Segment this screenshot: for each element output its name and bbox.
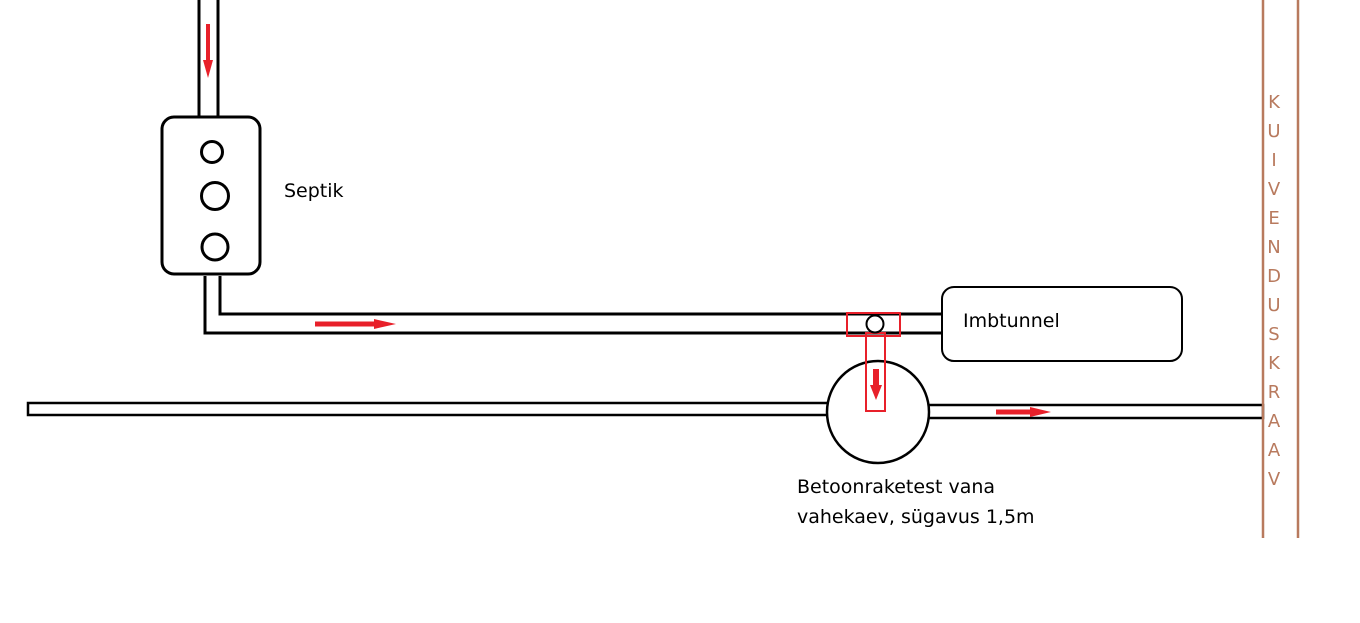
ditch-letter: K (1268, 92, 1281, 113)
ditch-letter: E (1268, 208, 1279, 229)
flow-arrow-to-tunnel (315, 319, 396, 329)
ditch-letter: V (1268, 179, 1281, 200)
ditch-letter: S (1268, 324, 1279, 345)
ditch-letter: K (1268, 353, 1281, 374)
inlet-pipe (197, 0, 220, 117)
ditch-letter: D (1267, 266, 1281, 287)
drain-pipe-right (926, 403, 1265, 420)
septic-label: Septik (284, 180, 344, 202)
drain-pipe-left (26, 401, 830, 417)
septic-hatch-bottom (200, 232, 230, 262)
infiltration-tunnel (941, 286, 1183, 362)
new-branch-connection (846, 312, 901, 412)
branch-opening (865, 314, 885, 334)
ditch-letter: V (1268, 469, 1281, 490)
manhole-label-line1: Betoonraketest vana (797, 476, 995, 498)
flow-arrow-to-ditch (996, 407, 1051, 417)
flow-arrow-down-branch (870, 369, 882, 400)
infiltration-tunnel-label: Imbtunnel (963, 310, 1060, 332)
ditch-letter: A (1268, 411, 1281, 432)
flow-arrow-inlet (203, 24, 213, 78)
manhole-label-line2: vahekaev, sügavus 1,5m (797, 506, 1035, 528)
ditch-letter: N (1267, 237, 1280, 258)
ditch-letter: I (1271, 150, 1276, 171)
septic-hatch-middle (200, 181, 230, 211)
branch-fitting (846, 312, 901, 337)
ditch-letter: U (1267, 121, 1280, 142)
ditch-letter: R (1268, 382, 1281, 403)
ditch-letter: U (1267, 295, 1280, 316)
septic-tank (160, 115, 262, 276)
septic-hatch-top (200, 140, 224, 164)
ditch-letter: A (1268, 440, 1281, 461)
septic-outlet-pipe (203, 276, 942, 335)
